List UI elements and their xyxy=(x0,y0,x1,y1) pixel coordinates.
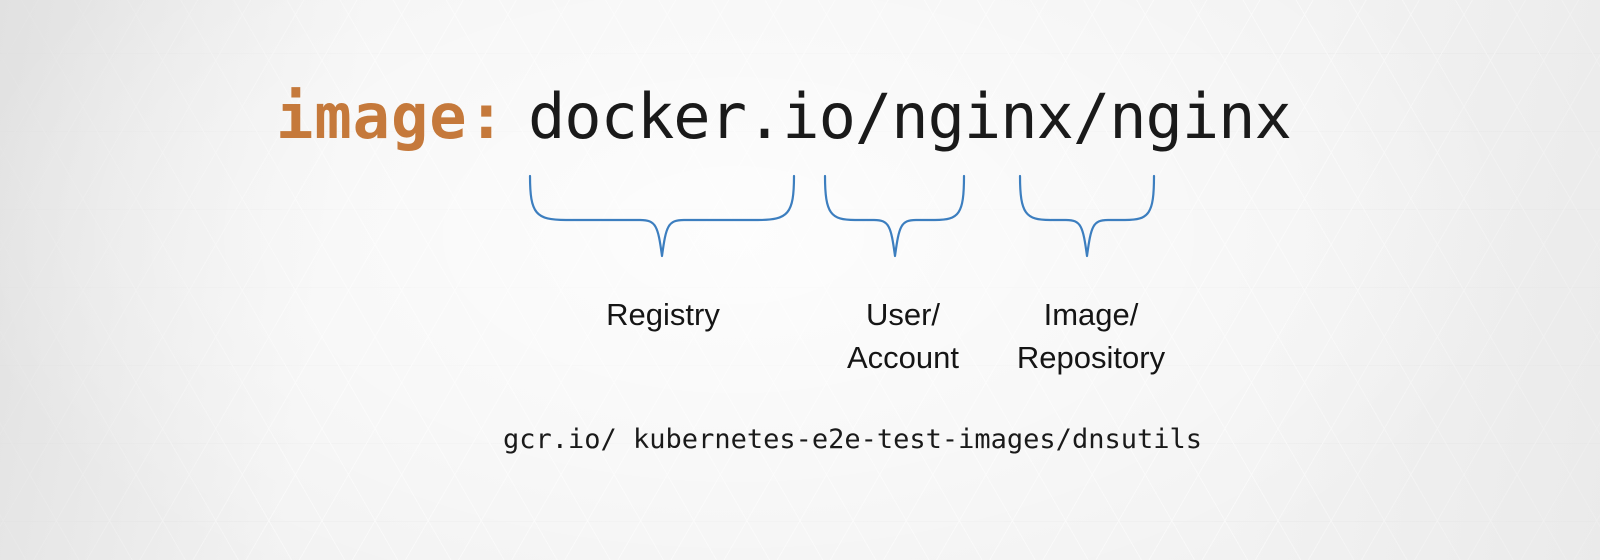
brace-registry xyxy=(528,174,796,258)
brace-group xyxy=(0,168,1600,264)
image-reference-value: docker.io/nginx/nginx xyxy=(527,80,1292,153)
image-key-label: image: xyxy=(276,80,506,153)
segment-label-registry: Registry xyxy=(606,297,720,332)
image-reference-line: image:docker.io/nginx/nginx xyxy=(276,86,1292,148)
example-image-reference: gcr.io/ kubernetes-e2e-test-images/dnsut… xyxy=(503,424,1202,455)
segment-label-user-account: User/ Account xyxy=(846,297,959,375)
brace-user-account xyxy=(823,174,966,258)
segment-label-image-repository: Image/ Repository xyxy=(1016,297,1166,375)
brace-image-repository xyxy=(1018,174,1156,258)
